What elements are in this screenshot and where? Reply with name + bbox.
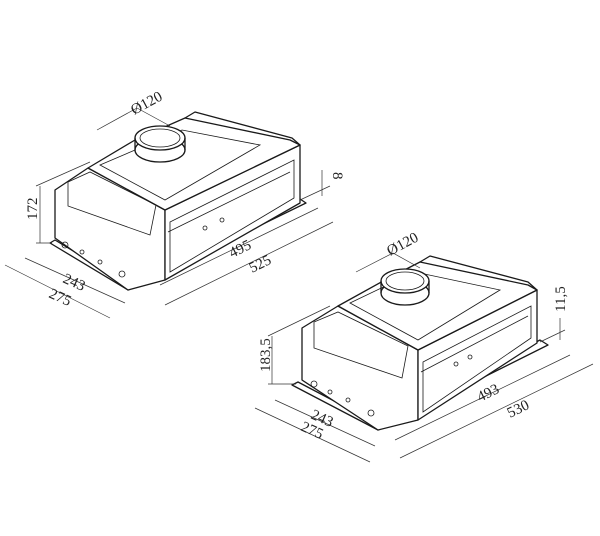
dim-a-flange-offset: 8 [329, 172, 345, 180]
dim-a-outer-width: 525 [247, 252, 274, 276]
dim-b-inner-width: 493 [475, 381, 502, 405]
hood-drawing-a [49, 111, 307, 291]
dim-b-height: 183,5 [258, 338, 274, 372]
dim-b-outer-width: 530 [505, 397, 532, 421]
dim-b-duct-diameter: Ø120 [384, 230, 421, 260]
dim-b-flange-offset: 11,5 [553, 286, 569, 312]
dim-a-duct-diameter: Ø120 [128, 89, 165, 119]
dim-a-height: 172 [25, 198, 41, 221]
hood-drawing-b [291, 255, 549, 431]
